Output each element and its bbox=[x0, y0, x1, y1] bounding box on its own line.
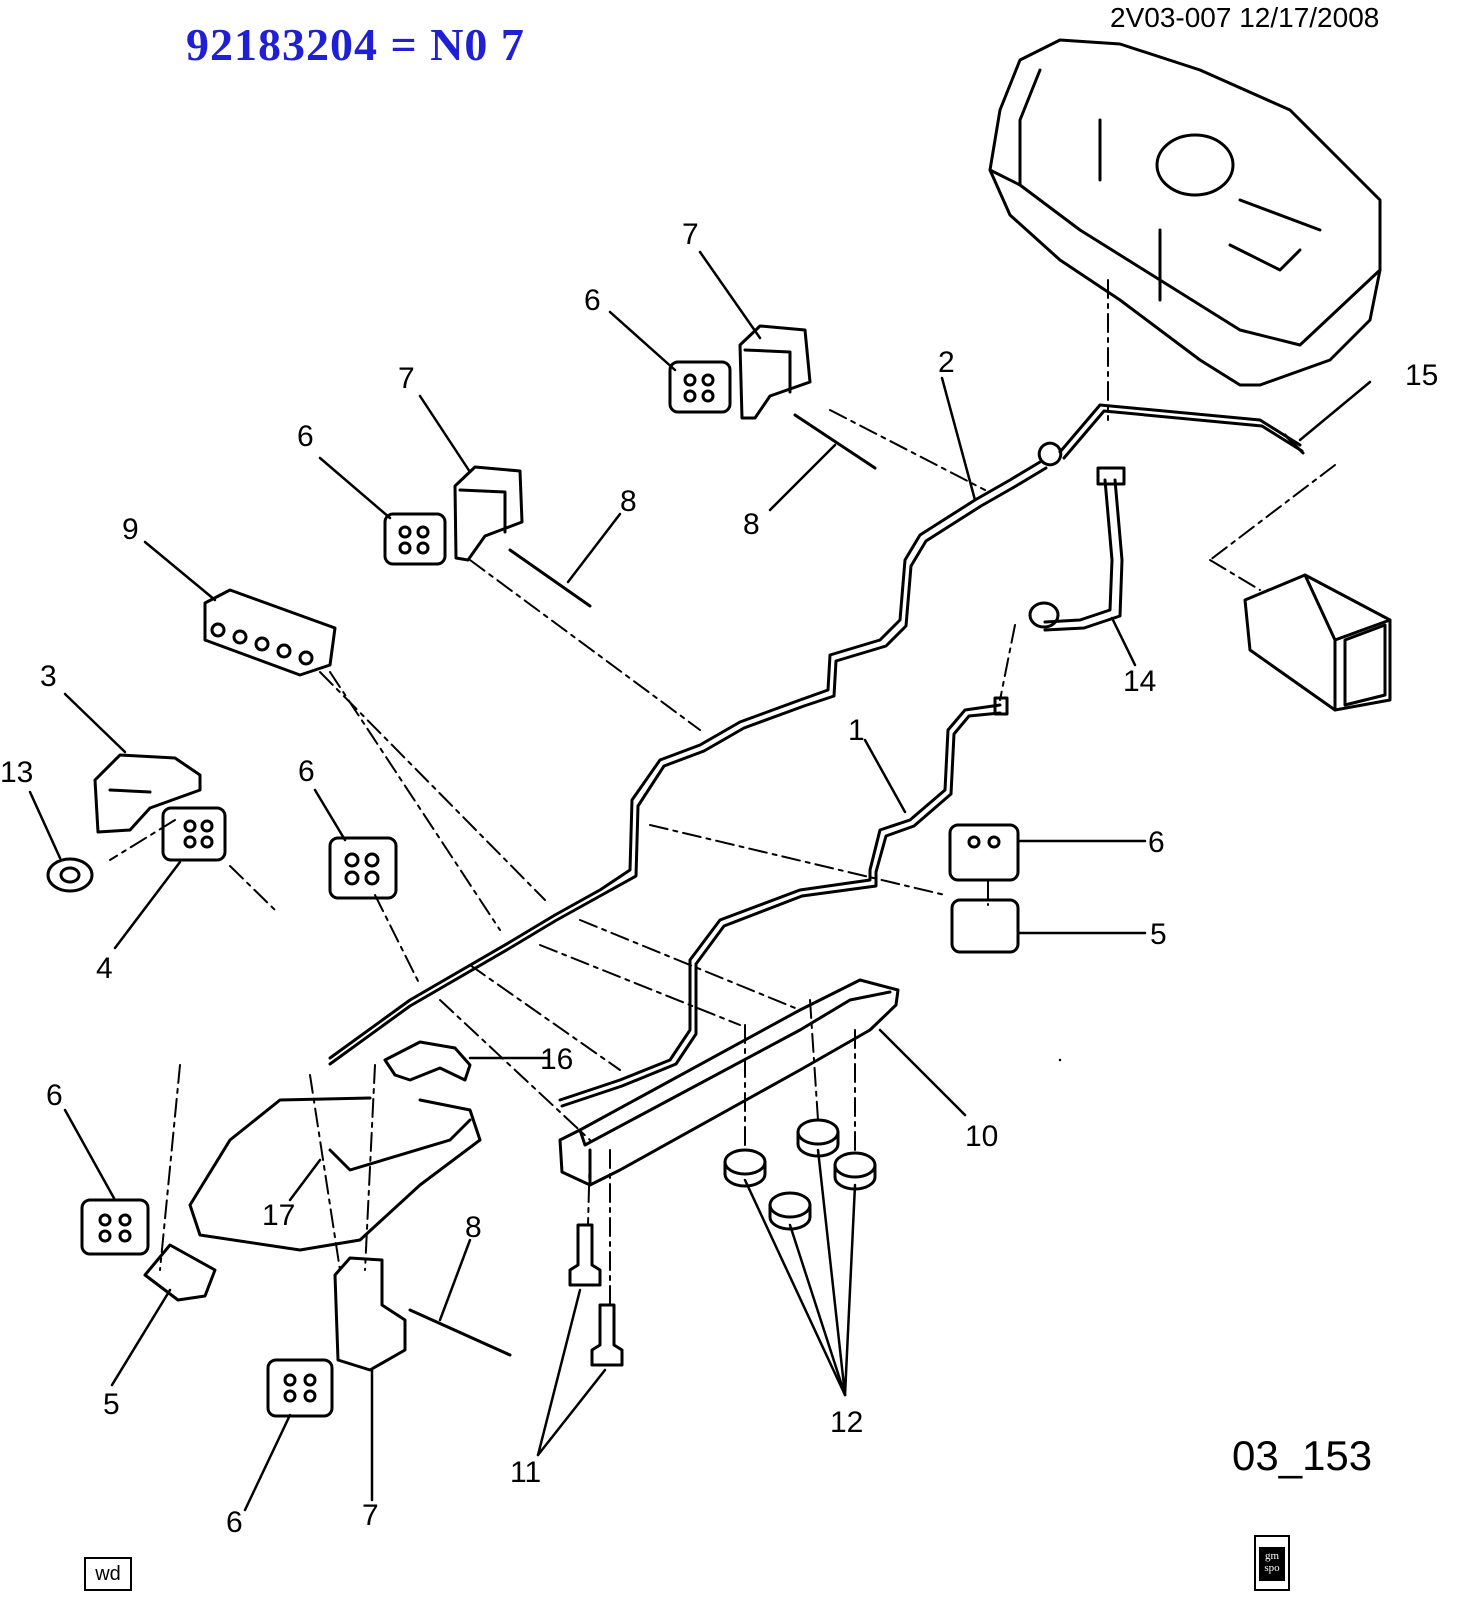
hose-14 bbox=[1043, 478, 1114, 624]
vapor-line-15 bbox=[1058, 403, 1302, 454]
callout-6-bottom: 6 bbox=[226, 1506, 243, 1539]
callout-5-right: 5 bbox=[1150, 918, 1167, 951]
callout-6-upper: 6 bbox=[584, 284, 601, 317]
grommet-6-mid bbox=[383, 512, 447, 566]
callout-17: 17 bbox=[262, 1199, 295, 1232]
callout-8-lower: 8 bbox=[465, 1211, 482, 1244]
clip-7-lower bbox=[333, 1256, 407, 1372]
grommet-6-upper bbox=[668, 360, 732, 414]
diagram-reference-date: 2V03-007 12/17/2008 bbox=[1110, 2, 1380, 33]
gm-spo-logo: gm spo bbox=[1254, 1535, 1290, 1591]
evap-canister bbox=[1243, 573, 1392, 712]
clip-7-mid bbox=[453, 465, 524, 562]
push-pin-8-lower bbox=[408, 1308, 512, 1357]
callout-15: 15 bbox=[1405, 359, 1438, 392]
callout-5-left: 5 bbox=[103, 1388, 120, 1421]
return-line-17 bbox=[188, 1096, 482, 1252]
nut-13 bbox=[46, 857, 94, 893]
callout-6-lower-left: 6 bbox=[46, 1079, 63, 1112]
fuel-line-2 bbox=[328, 460, 1042, 1060]
bracket-3 bbox=[93, 753, 202, 834]
callout-8-mid: 8 bbox=[620, 485, 637, 518]
gm-spo-logo-text: gm spo bbox=[1259, 1547, 1285, 1581]
figure-id: 03_153 bbox=[1232, 1432, 1373, 1479]
callout-4: 4 bbox=[96, 952, 113, 985]
callout-2: 2 bbox=[938, 346, 955, 379]
callout-13: 13 bbox=[0, 756, 33, 789]
clip-16 bbox=[383, 1040, 472, 1082]
clip-7-upper bbox=[738, 324, 812, 420]
callout-6-left: 6 bbox=[298, 755, 315, 788]
callout-3: 3 bbox=[40, 660, 57, 693]
grommet-6-lower-left bbox=[80, 1198, 150, 1256]
callout-9: 9 bbox=[122, 513, 139, 546]
clip-block-9 bbox=[203, 588, 337, 677]
part-number-title: 92183204 = N0 7 bbox=[186, 19, 525, 70]
bolt-11-group bbox=[568, 1223, 624, 1367]
grommet-4 bbox=[161, 806, 227, 862]
push-pin-8-upper bbox=[793, 413, 877, 470]
wd-label: wd bbox=[84, 1557, 132, 1591]
grommet-6-left bbox=[328, 836, 398, 900]
callout-1: 1 bbox=[848, 714, 865, 747]
push-pin-8-mid bbox=[508, 548, 592, 608]
callout-8-upper: 8 bbox=[743, 508, 760, 541]
fuel-tank bbox=[988, 38, 1382, 387]
cushion-5-right bbox=[950, 898, 1020, 954]
callout-7-bottom: 7 bbox=[362, 1499, 379, 1532]
grommet-6-bottom bbox=[266, 1358, 334, 1418]
callout-12: 12 bbox=[830, 1406, 863, 1439]
callout-16: 16 bbox=[540, 1043, 573, 1076]
callout-10: 10 bbox=[965, 1120, 998, 1153]
cushion-5-lower-left bbox=[143, 1243, 217, 1302]
callout-6-right: 6 bbox=[1148, 826, 1165, 859]
fuel-line-1 bbox=[558, 703, 1002, 1102]
grommet-6-right bbox=[948, 823, 1020, 882]
callout-11: 11 bbox=[510, 1456, 541, 1489]
callout-7-upper: 7 bbox=[682, 218, 699, 251]
callout-7-mid: 7 bbox=[398, 362, 415, 395]
callout-14: 14 bbox=[1123, 665, 1156, 698]
callout-6-mid: 6 bbox=[297, 420, 314, 453]
